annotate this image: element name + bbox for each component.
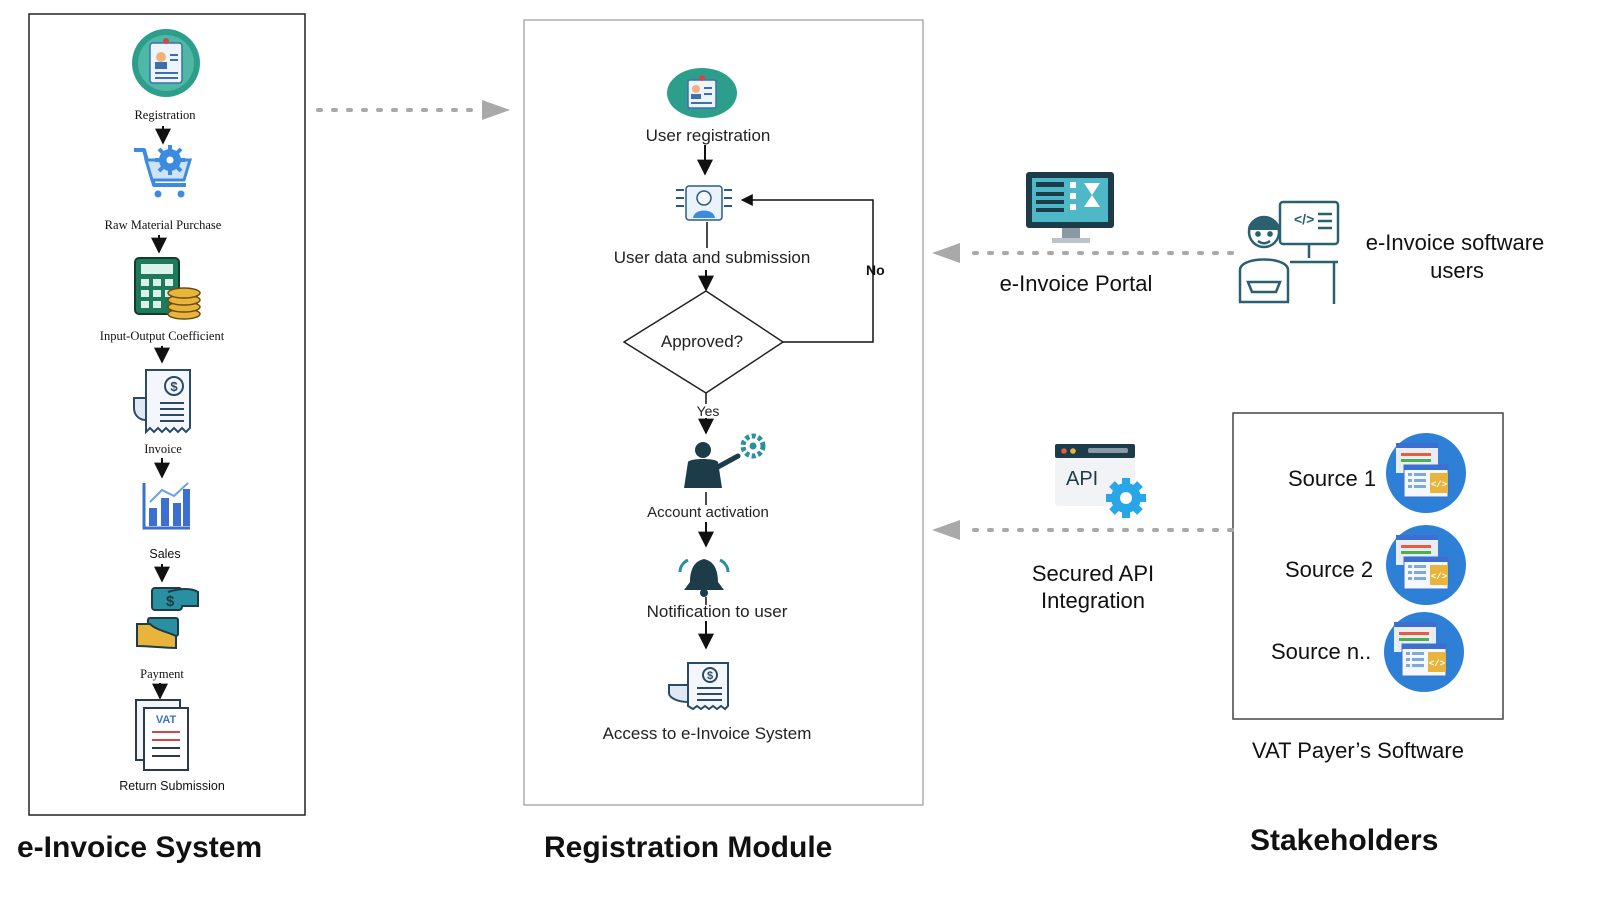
developer-workstation-icon: </>	[1238, 200, 1340, 304]
source-software-icon: </>	[1384, 612, 1464, 692]
system-step-label: Invoice	[144, 442, 182, 456]
user-registration-icon	[667, 68, 737, 118]
svg-text:</>: </>	[1429, 659, 1445, 669]
user-data-icon	[676, 185, 732, 221]
sources-to-module-arrow	[932, 520, 1234, 540]
api-label-line2: Integration	[1041, 588, 1145, 613]
portal-label: e-Invoice Portal	[999, 271, 1153, 296]
svg-text:</>: </>	[1431, 480, 1447, 490]
vat-document-icon: VAT	[135, 699, 189, 771]
system-flow-arrows	[151, 126, 171, 700]
system-step-label: Sales	[149, 547, 181, 561]
module-connectors	[705, 222, 708, 605]
api-label-line1: Secured API	[1031, 561, 1155, 586]
user-data-label: User data and submission	[613, 248, 811, 267]
system-step-label: Registration	[134, 108, 196, 122]
vat-software-panel	[1232, 412, 1504, 720]
einvoice-system-panel	[28, 13, 306, 816]
notification-label: Notification to user	[646, 602, 788, 621]
registration-module-panel	[523, 19, 924, 806]
no-branch-label: No	[866, 262, 885, 278]
registration-badge-icon	[132, 29, 200, 97]
calculator-coins-icon	[134, 257, 201, 320]
einvoice-system-heading: e-Invoice System	[17, 831, 263, 864]
account-activation-label: Account activation	[647, 504, 769, 521]
svg-text:VAT: VAT	[156, 714, 177, 726]
svg-text:</>: </>	[1294, 211, 1314, 227]
svg-text:$: $	[170, 379, 178, 394]
source-label: Source n..	[1271, 639, 1372, 664]
vat-software-caption: VAT Payer’s Software	[1252, 738, 1464, 763]
decision-label: Approved?	[660, 332, 744, 351]
stakeholders-heading: Stakeholders	[1250, 824, 1439, 857]
invoice-receipt-icon: $	[133, 369, 191, 435]
source-label: Source 2	[1285, 557, 1374, 582]
system-to-module-arrow	[316, 100, 510, 120]
system-step-label: Return Submission	[119, 779, 225, 793]
svg-text:$: $	[166, 593, 175, 610]
user-registration-label: User registration	[645, 126, 771, 145]
users-to-module-arrow	[932, 243, 1234, 263]
rejection-loop-arrow	[740, 194, 874, 343]
api-gear-icon	[1055, 444, 1146, 518]
system-step-label: Payment	[140, 667, 184, 681]
source-label: Source 1	[1288, 466, 1377, 491]
yes-branch-label: Yes	[696, 403, 720, 419]
svg-text:</>: </>	[1431, 572, 1447, 582]
registration-module-heading: Registration Module	[544, 831, 833, 864]
notification-bell-icon	[678, 558, 730, 597]
cart-gear-icon	[134, 145, 193, 198]
access-system-label: Access to e-Invoice System	[602, 724, 812, 743]
api-badge-text: API	[1066, 468, 1099, 490]
system-step-label: Input-Output Coefficient	[99, 329, 225, 343]
svg-text:$: $	[707, 670, 713, 682]
monitor-portal-icon	[1026, 172, 1114, 243]
software-users-label-line2: users	[1430, 258, 1484, 283]
bar-chart-icon	[142, 482, 190, 530]
module-flow-arrows	[697, 145, 714, 650]
software-users-label-line1: e-Invoice software	[1365, 230, 1545, 255]
hand-payment-icon: $	[136, 587, 199, 650]
source-software-icon: </>	[1386, 433, 1466, 513]
system-step-label: Raw Material Purchase	[104, 218, 222, 232]
account-activation-icon	[684, 433, 766, 488]
access-invoice-icon: $	[668, 662, 729, 711]
source-software-icon: </>	[1386, 525, 1466, 605]
